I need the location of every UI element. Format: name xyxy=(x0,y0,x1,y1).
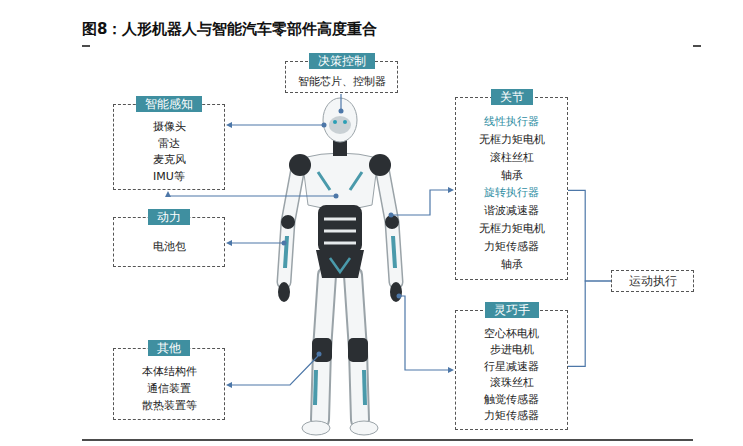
group-body: 本体结构件通信装置散热装置等 xyxy=(114,361,224,416)
rule-mark xyxy=(693,45,701,47)
leader-dot xyxy=(282,241,287,246)
arrowhead xyxy=(165,191,171,197)
shoulder xyxy=(369,154,391,176)
part-label: 步进电机 xyxy=(490,343,534,356)
part-label: 触觉传感器 xyxy=(484,393,539,406)
leader-arrows xyxy=(165,109,454,389)
arrowhead xyxy=(226,122,232,128)
part-label: 空心杯电机 xyxy=(484,327,539,340)
face xyxy=(329,116,351,134)
category-label: 旋转执行器 xyxy=(484,186,539,199)
leader-dot xyxy=(334,194,339,199)
head xyxy=(323,98,357,142)
bracket-connector xyxy=(568,281,611,366)
group-body: 线性执行器无框力矩电机滚柱丝杠轴承旋转执行器谐波减速器无框力矩电机力矩传感器轴承 xyxy=(456,110,567,276)
part-label: 散热装置等 xyxy=(142,399,197,412)
leader-dot xyxy=(317,352,322,357)
dashed-group-box: 灵巧手空心杯电机步进电机行星减速器滚珠丝杠触觉传感器力矩传感器 xyxy=(455,310,568,430)
shin-accent xyxy=(364,370,365,405)
leader-dot xyxy=(339,109,344,114)
leader-line xyxy=(392,190,452,215)
dashed-box: 运动执行 xyxy=(611,270,694,292)
group-body: 智能芯片、控制器 xyxy=(286,74,397,89)
part-label: 摄像头 xyxy=(153,120,186,133)
bottom-rule xyxy=(82,439,693,441)
torso xyxy=(302,153,378,210)
abdomen-plates xyxy=(324,219,356,243)
eye xyxy=(343,120,347,124)
arm-accent xyxy=(285,236,287,268)
part-label: 智能芯片、控制器 xyxy=(298,75,386,88)
part-label: 电池包 xyxy=(153,240,186,253)
eye xyxy=(333,120,337,124)
dashed-group-box: 动力电池包 xyxy=(113,217,225,267)
leader-lines xyxy=(168,94,452,385)
part-label: 通信装置 xyxy=(147,382,191,395)
part-label: IMU等 xyxy=(153,170,185,183)
dashed-group-box: 关节线性执行器无框力矩电机滚柱丝杠轴承旋转执行器谐波减速器无框力矩电机力矩传感器… xyxy=(455,97,568,280)
bracket-connector xyxy=(568,190,611,281)
part-label: 滚柱丝杠 xyxy=(490,151,534,164)
leader-line xyxy=(400,296,452,370)
dashed-group-box: 决策控制智能芯片、控制器 xyxy=(285,61,398,93)
box-label: 运动执行 xyxy=(629,274,677,289)
foot xyxy=(302,421,330,435)
box-body: 运动执行 xyxy=(612,271,693,291)
part-label: 力矩传感器 xyxy=(484,240,539,253)
part-label: 轴承 xyxy=(501,169,523,182)
dashed-group-box: 其他本体结构件通信装置散热装置等 xyxy=(113,348,225,420)
part-label: 本体结构件 xyxy=(142,365,197,378)
figure-title: 图8：人形机器人与智能汽车零部件高度重合 xyxy=(82,20,377,39)
pelvis xyxy=(316,250,364,278)
leader-dot xyxy=(322,123,327,128)
leader-dot xyxy=(389,213,394,218)
foot xyxy=(350,421,378,435)
robot-figure xyxy=(278,98,402,435)
group-body: 电池包 xyxy=(114,230,224,263)
group-heading: 动力 xyxy=(148,209,190,225)
shoulder xyxy=(289,154,311,176)
hand xyxy=(390,282,402,302)
category-label: 线性执行器 xyxy=(484,115,539,128)
hand xyxy=(278,282,290,302)
leader-line xyxy=(228,124,322,125)
rule-mark xyxy=(82,45,90,47)
group-heading: 决策控制 xyxy=(309,53,375,69)
abdomen xyxy=(318,205,362,253)
part-label: 滚珠丝杠 xyxy=(490,376,534,389)
part-label: 轴承 xyxy=(501,258,523,271)
elbow xyxy=(281,215,295,229)
leader-line xyxy=(228,242,282,243)
arrowhead xyxy=(226,382,232,388)
knee xyxy=(348,338,368,362)
group-heading: 灵巧手 xyxy=(485,302,539,318)
chest-accent xyxy=(318,172,362,190)
dashed-group-box: 智能感知摄像头雷达麦克风IMU等 xyxy=(113,104,225,190)
group-body: 摄像头雷达麦克风 IMU等 xyxy=(114,117,224,186)
group-heading: 其他 xyxy=(148,340,190,356)
leader-line xyxy=(228,356,318,385)
group-heading: 智能感知 xyxy=(136,96,202,112)
arrowhead xyxy=(226,240,232,246)
part-label: 行星减速器 xyxy=(484,360,539,373)
leader-dot xyxy=(397,294,402,299)
arrowhead xyxy=(448,367,454,373)
shin-accent xyxy=(315,370,316,405)
pelvis-accent xyxy=(330,258,350,272)
part-label: 力矩传感器 xyxy=(484,409,539,422)
part-label: 无框力矩电机 xyxy=(479,222,545,235)
part-label: 谐波减速器 xyxy=(484,204,539,217)
part-label: 无框力矩电机 xyxy=(479,133,545,146)
group-body: 空心杯电机步进电机行星减速器滚珠丝杠触觉传感器力矩传感器 xyxy=(456,323,567,426)
leader-line xyxy=(168,193,334,196)
part-label: 雷达 xyxy=(158,137,180,150)
part-label: 麦克风 xyxy=(153,153,186,166)
arm-accent xyxy=(393,236,395,268)
arrowhead xyxy=(448,187,454,193)
leader-line xyxy=(340,94,341,110)
group-heading: 关节 xyxy=(491,89,533,105)
